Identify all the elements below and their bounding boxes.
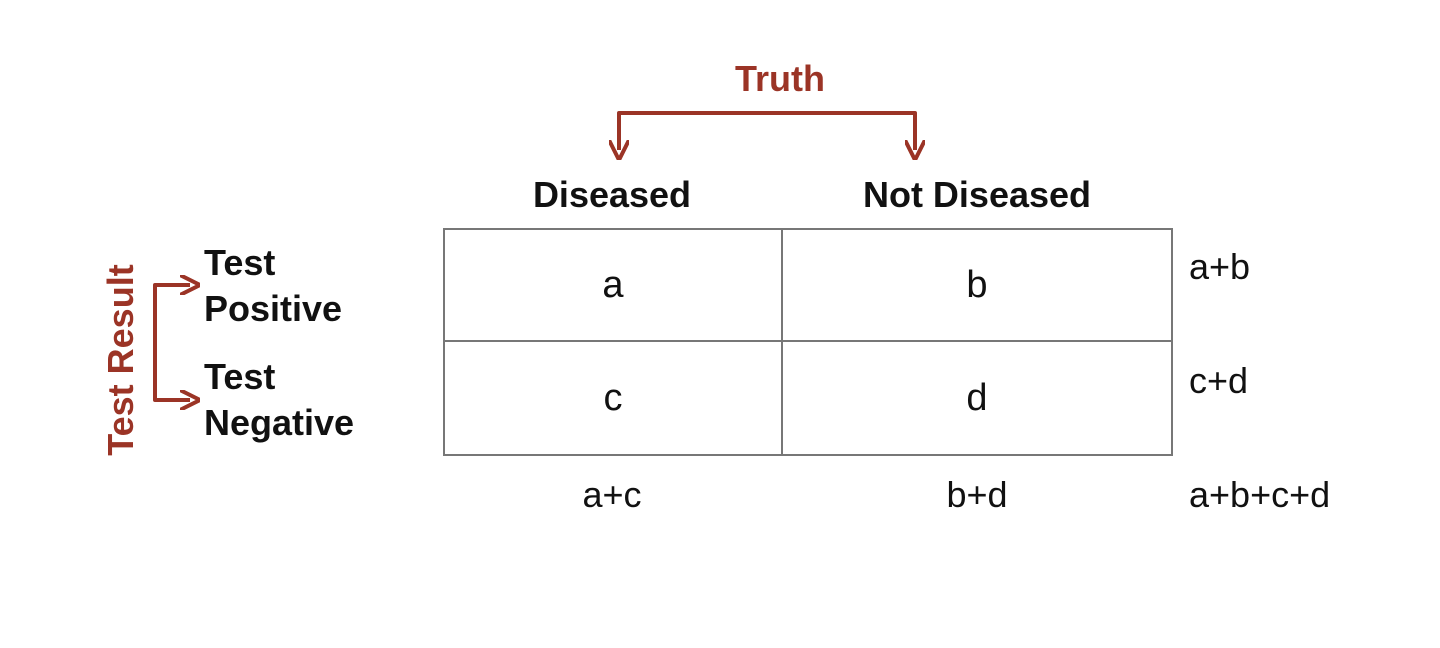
column-header-diseased: Diseased bbox=[532, 174, 692, 215]
column-total-not-diseased: b+d bbox=[946, 474, 1008, 515]
column-total-diseased: a+c bbox=[582, 474, 642, 515]
contingency-grid: a b c d bbox=[443, 228, 1173, 456]
row-header-line: Positive bbox=[204, 288, 343, 329]
truth-bracket-arrow bbox=[619, 111, 915, 150]
row-header-line: Test bbox=[204, 356, 276, 397]
truth-label: Truth bbox=[735, 58, 825, 99]
row-header-test-negative: Test Negative bbox=[204, 354, 354, 446]
row-header-line: Negative bbox=[204, 402, 355, 443]
row-header-line: Test bbox=[204, 242, 276, 283]
row-total-positive: a+b bbox=[1189, 246, 1251, 287]
test-result-label: Test Result bbox=[100, 264, 141, 456]
cell-a: a bbox=[445, 230, 783, 342]
cell-c: c bbox=[445, 342, 783, 454]
row-total-negative: c+d bbox=[1189, 360, 1249, 401]
test-result-bracket-arrow bbox=[153, 285, 190, 400]
row-header-test-positive: Test Positive bbox=[204, 240, 342, 332]
cell-b: b bbox=[783, 230, 1171, 342]
grand-total: a+b+c+d bbox=[1189, 474, 1331, 515]
column-header-not-diseased: Not Diseased bbox=[862, 174, 1092, 215]
cell-d: d bbox=[966, 376, 988, 419]
